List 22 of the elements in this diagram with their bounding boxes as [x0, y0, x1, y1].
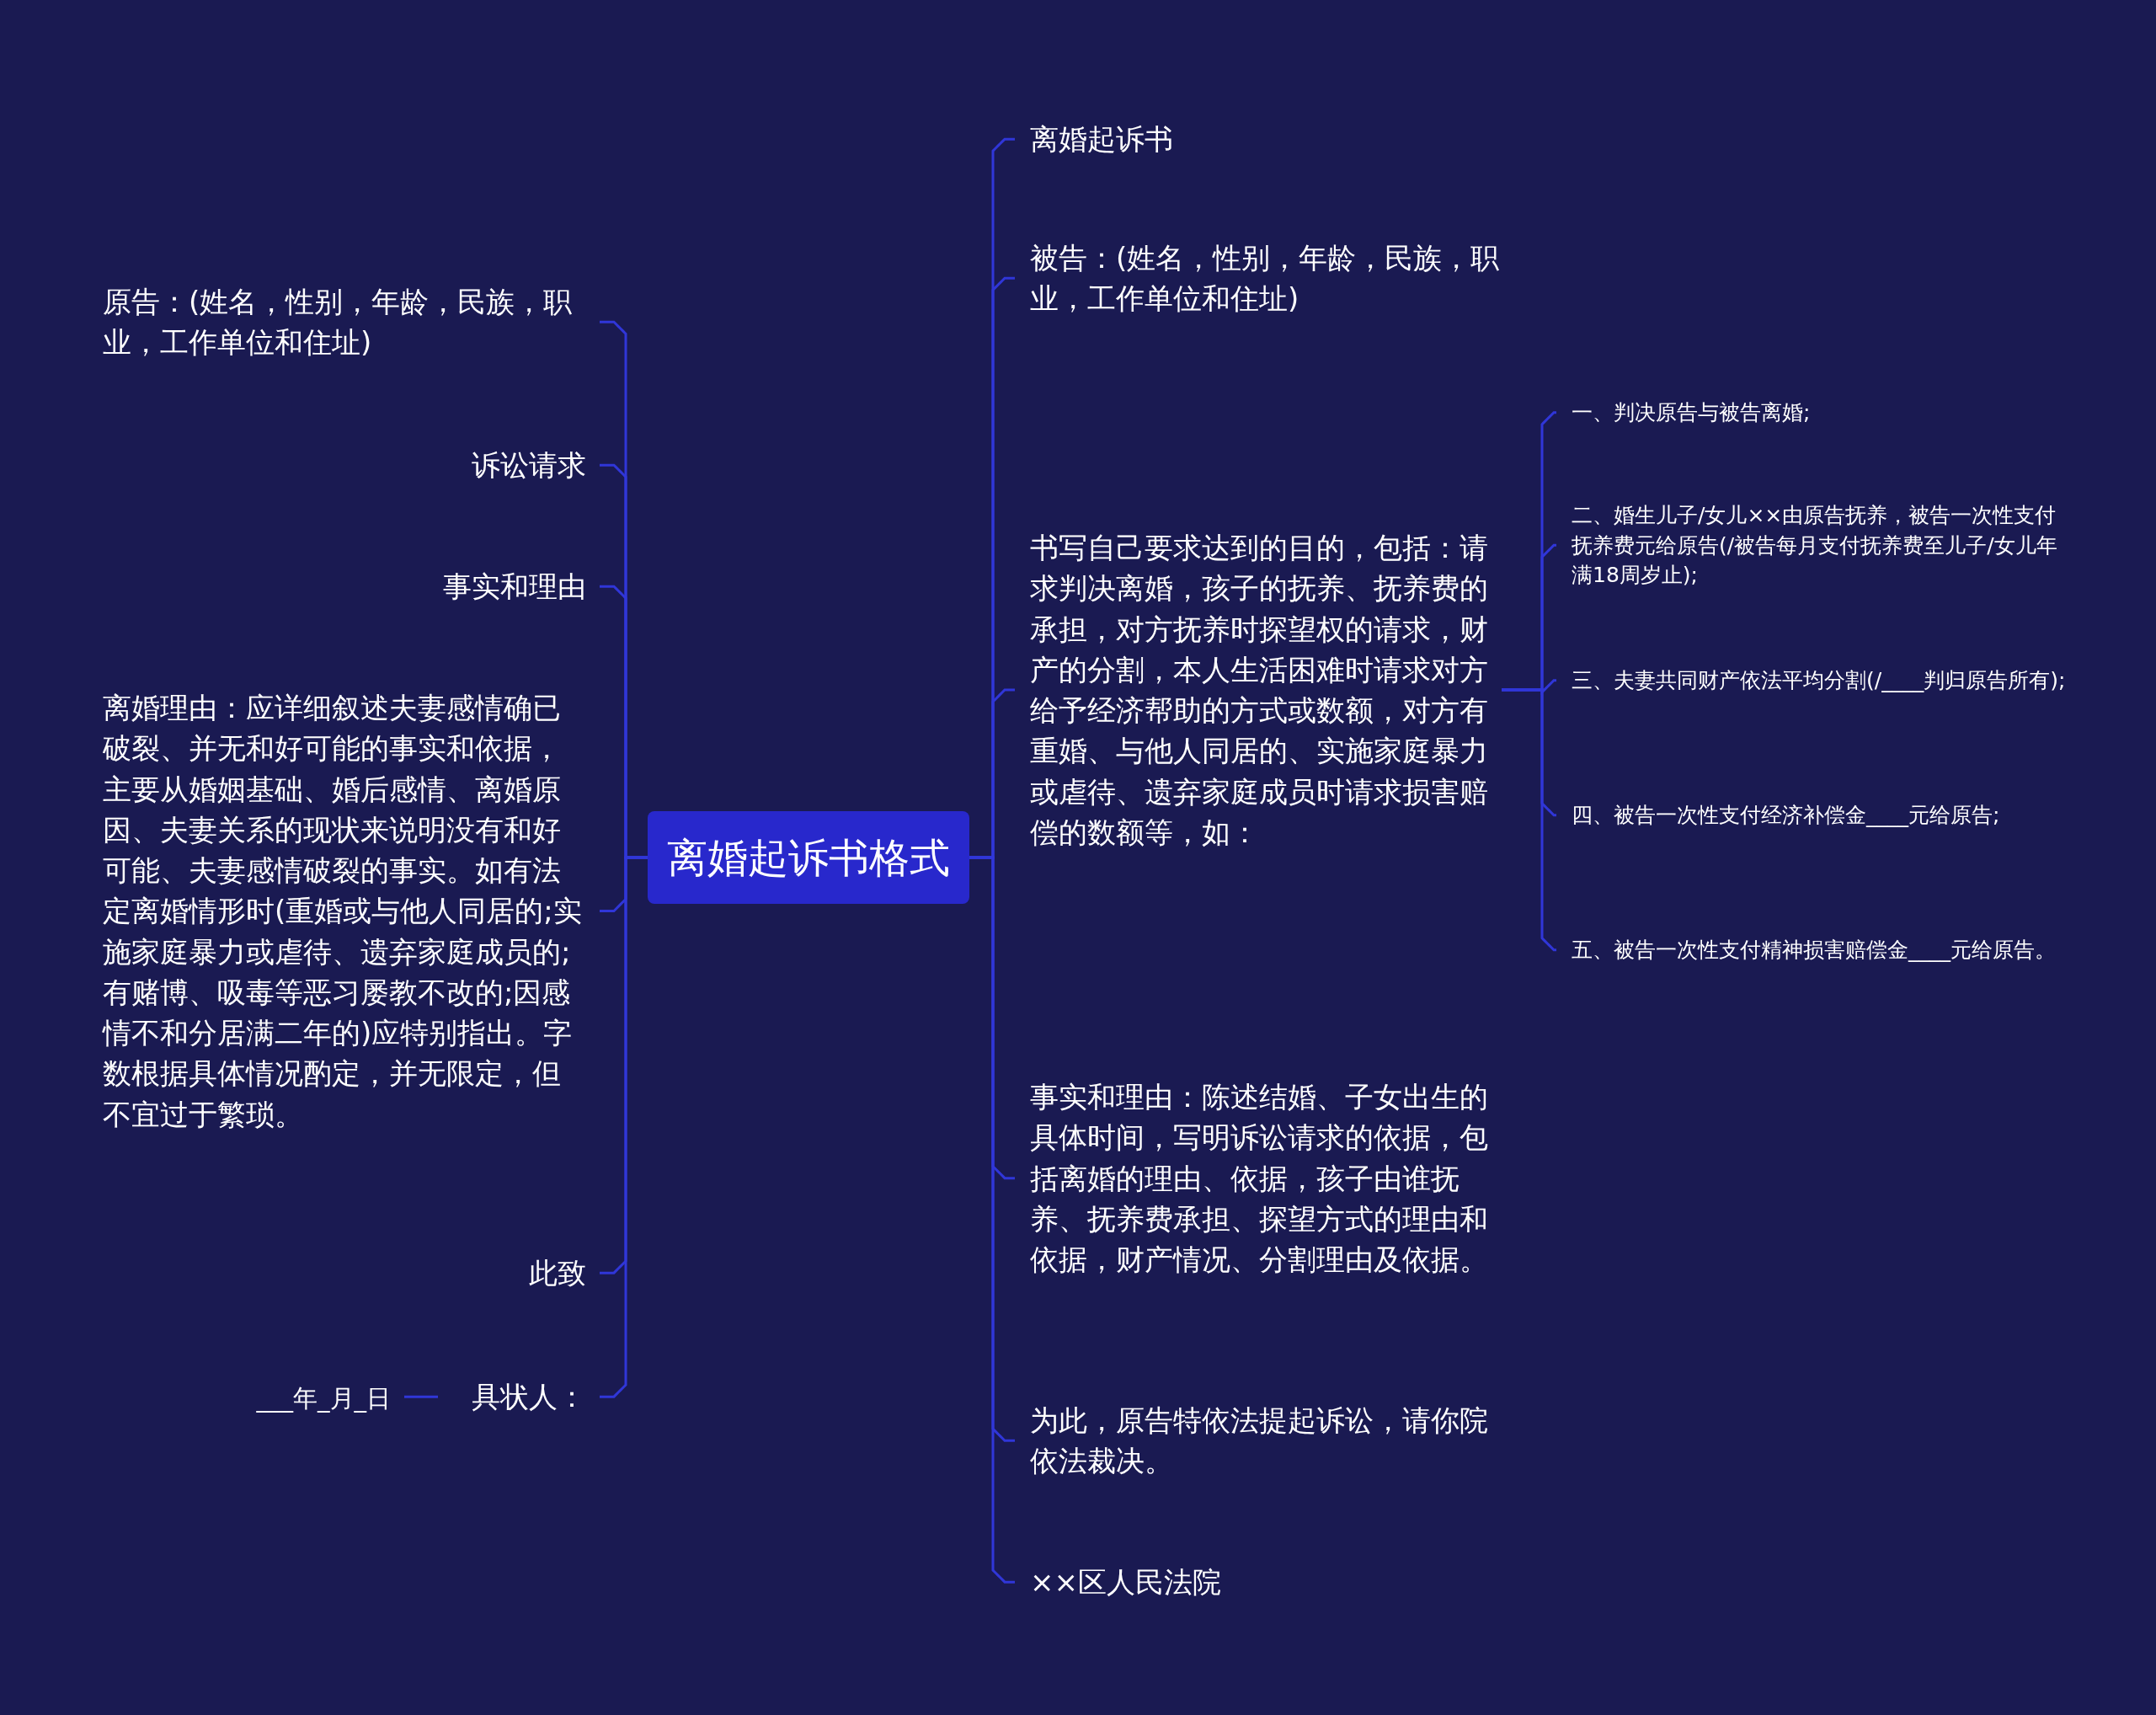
topic-text: ___年_月_日: [255, 1383, 391, 1414]
topic-text: 二、婚生儿子/女儿××由原告抚养，被告一次性支付抚养费元给原告(/被告每月支付抚养费至儿子/女儿年满18周岁止);: [1572, 502, 2058, 589]
topic-text: 诉讼请求: [471, 447, 586, 484]
topic-text: 四、被告一次性支付经济补偿金____元给原告;: [1572, 802, 2001, 829]
topic-text: 书写自己要求达到的目的，包括：请求判决离婚，孩子的抚养、抚养费的承担，对方抚养时探望权的请求，财产的分割，本人生活困难时请求对方给予经济帮助的方式或数额，对方有重婚、与他人同居的、实施家庭暴力或虐待、遗弃家庭成员时请求损害赔偿的数额等，如：: [1030, 530, 1489, 851]
topic-text: 离婚起诉书: [1030, 121, 1174, 158]
topic-text: 事实和理由：陈述结婚、子女出生的具体时间，写明诉讼请求的依据，包括离婚的理由、依据，孩子由谁抚养、抚养费承担、探望方式的理由和依据，财产情况、分割理由及依据。: [1030, 1079, 1489, 1279]
connector-line: [404, 1395, 438, 1398]
topic-text: 原告：(姓名，性别，年龄，民族，职业，工作单位和住址): [103, 284, 574, 361]
topic-text: 此致: [528, 1255, 586, 1291]
topic-text: 一、判决原告与被告离婚;: [1572, 399, 1812, 426]
topic-text: 具状人：: [471, 1379, 586, 1415]
connector-line: [1502, 688, 1557, 952]
topic-text: 事实和理由: [442, 569, 586, 605]
topic-text: ××区人民法院: [1030, 1564, 1222, 1600]
topic-text: 五、被告一次性支付精神损害赔偿金____元给原告。: [1572, 937, 2057, 964]
central-topic-box: [648, 811, 969, 904]
topic-text: 离婚理由：应详细叙述夫妻感情确已破裂、并无和好可能的事实和依据，主要从婚姻基础、婚后感情、离婚原因、夫妻关系的现状来说明没有和好可能、夫妻感情破裂的事实。如有法定离婚情形时(重婚或与他人同居的;实施家庭暴力或虐待、遗弃家庭成员的;有赌博、吸毒等恶习屡教不改的;因感情不和分居满二年的)应特别指出。字数根据具体情况酌定，并无限定，但不宜过于繁琐。: [103, 690, 583, 1133]
topic-text: 为此，原告特依法提起诉讼，请你院依法裁决。: [1030, 1402, 1489, 1480]
central-topic-text: 离婚起诉书格式: [667, 832, 950, 883]
topic-text: 三、夫妻共同财产依法平均分割(/____判归原告所有);: [1572, 667, 2067, 694]
topic-text: 被告：(姓名，性别，年龄，民族，职业，工作单位和住址): [1030, 240, 1501, 318]
